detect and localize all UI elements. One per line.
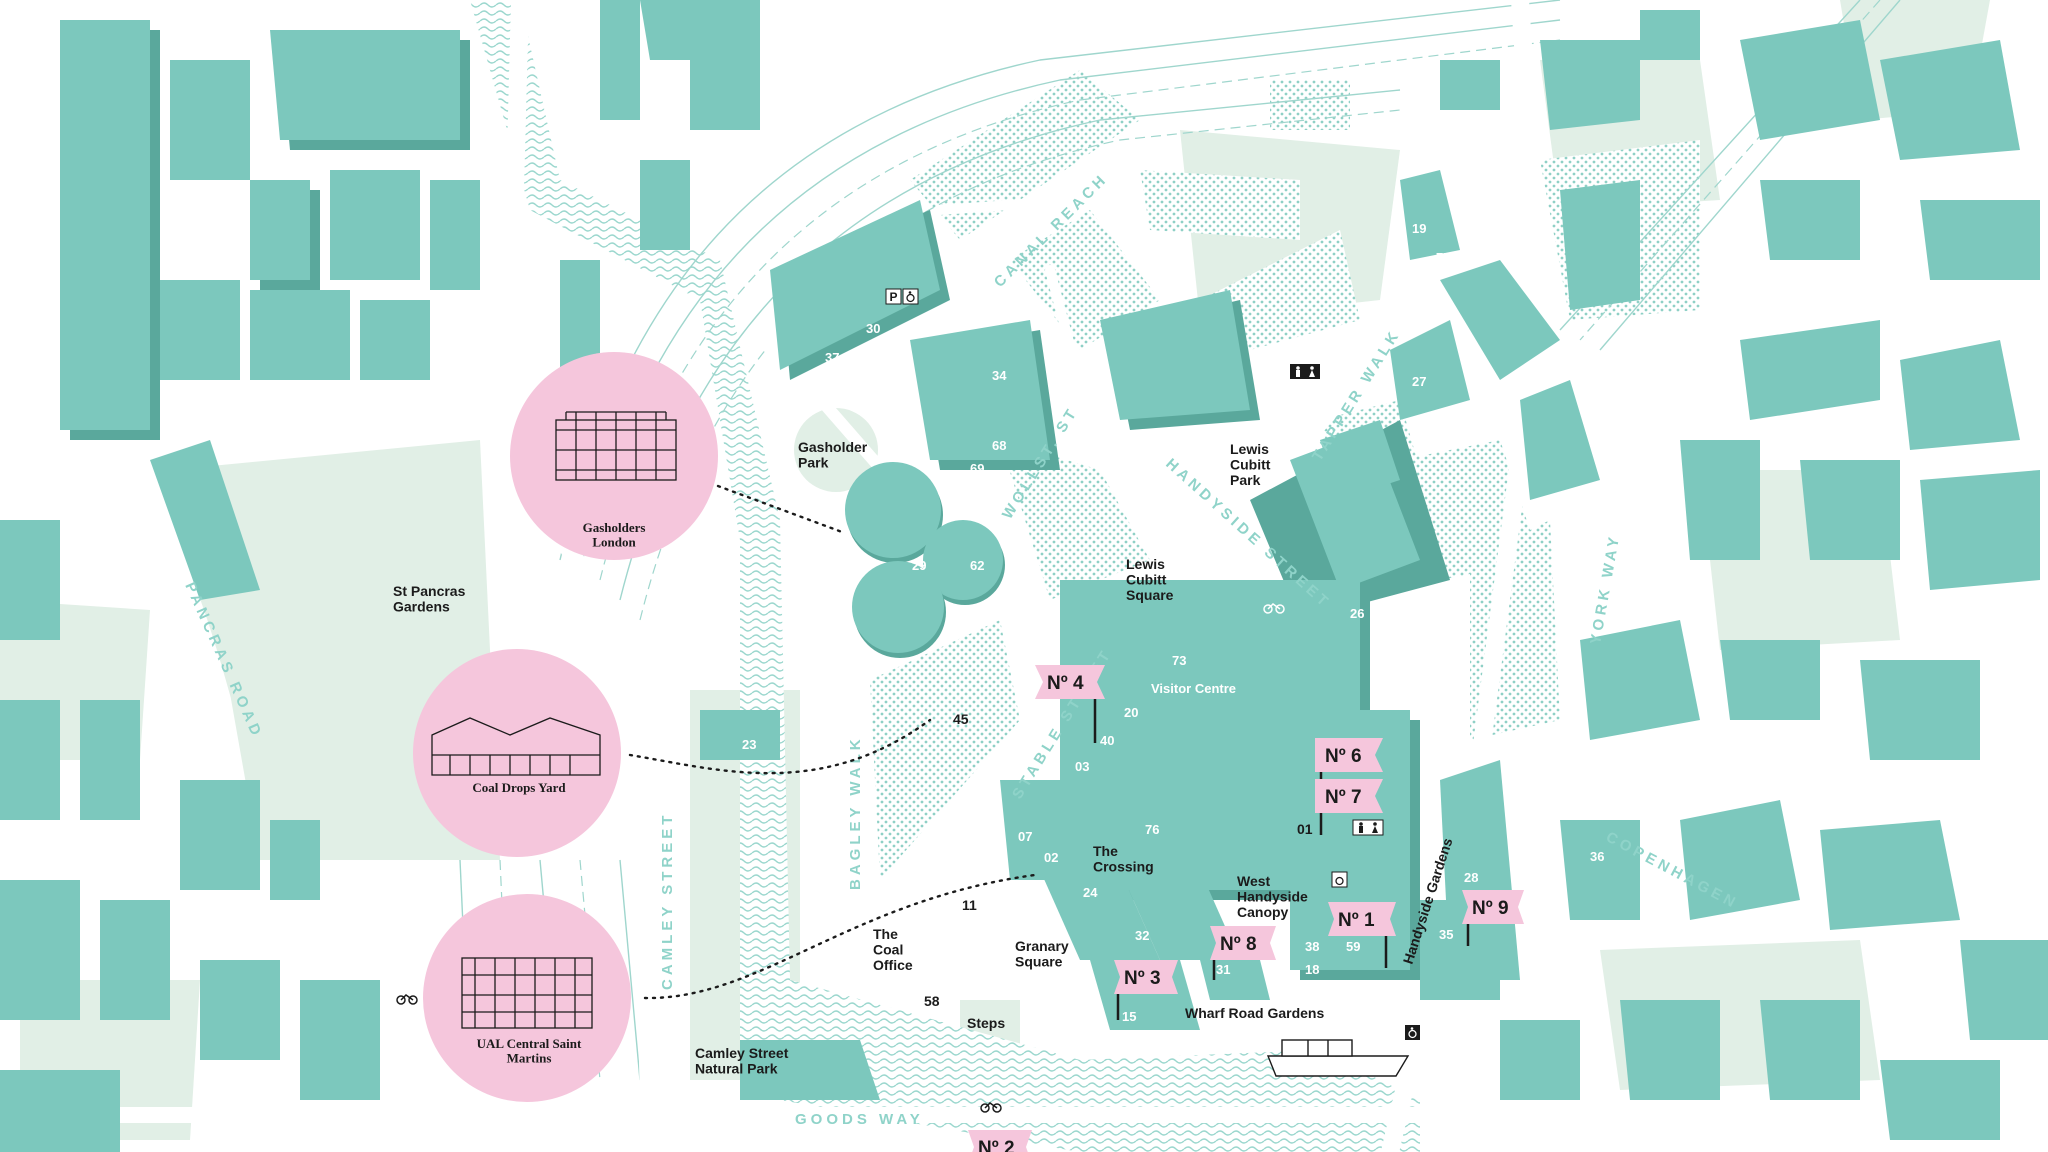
building-number-77: 77 (1436, 250, 1450, 265)
building-number-23: 23 (742, 737, 756, 752)
bicycle-icon (1263, 603, 1285, 614)
toilets-icon (1352, 819, 1384, 836)
svg-text:Nº 1: Nº 1 (1338, 910, 1375, 931)
area-label-steps: Steps (967, 1015, 1005, 1031)
building-number-01: 01 (1297, 821, 1313, 837)
street-bagley-walk: BAGLEY WALK (847, 735, 864, 890)
svg-text:Nº 4: Nº 4 (1047, 673, 1084, 694)
map-icons: P (396, 288, 1420, 1113)
leader-line-ual (643, 873, 1037, 1000)
boat-icon (1266, 1039, 1410, 1077)
building-number-24: 24 (1083, 885, 1098, 900)
coal-drops-illustration (431, 717, 601, 776)
leader-line-gasholders (716, 484, 844, 534)
building-number-40: 40 (1100, 733, 1114, 748)
building-number-07: 07 (1018, 829, 1032, 844)
building-number-73: 73 (1172, 653, 1186, 668)
svg-text:Nº 8: Nº 8 (1220, 934, 1257, 955)
building-number-58: 58 (924, 993, 940, 1009)
building-number-35: 35 (1439, 927, 1453, 942)
accessible-icon (902, 288, 919, 305)
svg-text:Nº 3: Nº 3 (1124, 968, 1161, 989)
building-numbers: 37 30 34 68 69 29 62 19 77 27 26 73 20 4… (742, 221, 1604, 1024)
building-number-11: 11 (962, 897, 977, 913)
marker-no-8[interactable]: Nº 8 (1210, 926, 1276, 980)
building-number-29: 29 (912, 558, 926, 573)
building-number-69: 69 (970, 461, 984, 476)
building-number-62: 62 (970, 558, 984, 573)
building-number-45: 45 (953, 711, 969, 727)
marker-no-1[interactable]: Nº 1 (1328, 902, 1396, 968)
bicycle-icon (396, 994, 418, 1005)
building-number-30: 30 (866, 321, 880, 336)
gasholders-illustration (555, 411, 677, 481)
svg-text:Nº 6: Nº 6 (1325, 746, 1362, 767)
marker-no-4[interactable]: Nº 4 (1035, 665, 1105, 743)
building-number-32: 32 (1135, 928, 1149, 943)
building-number-76: 76 (1145, 822, 1159, 837)
accessible-icon (1331, 871, 1348, 888)
building-number-18: 18 (1305, 962, 1319, 977)
svg-text:Nº 9: Nº 9 (1472, 898, 1509, 919)
building-number-38: 38 (1305, 939, 1319, 954)
building-number-02: 02 (1044, 850, 1058, 865)
building-number-34: 34 (992, 368, 1007, 383)
marker-no-2[interactable]: Nº 2 (968, 1130, 1032, 1152)
building-number-28: 28 (1464, 870, 1478, 885)
area-label-wharf-road-gardens: Wharf Road Gardens (1185, 1005, 1324, 1021)
marker-no-9[interactable]: Nº 9 (1462, 890, 1524, 946)
marker-no-7[interactable]: Nº 7 (1315, 779, 1383, 835)
street-york-way: YORK WAY (1587, 532, 1623, 646)
marker-no-3[interactable]: Nº 3 (1114, 960, 1178, 1020)
parking-icon: P (885, 288, 902, 305)
building-number-03: 03 (1075, 759, 1089, 774)
landmark-label-coal-drops-yard: Coal Drops Yard (472, 780, 566, 795)
building-number-59: 59 (1346, 939, 1360, 954)
building-number-26: 26 (1350, 606, 1364, 621)
toilets-icon (1290, 364, 1320, 379)
accessible-icon (1405, 1025, 1420, 1040)
building-number-20: 20 (1124, 705, 1138, 720)
building-number-68: 68 (992, 438, 1006, 453)
svg-text:Nº 2: Nº 2 (978, 1138, 1015, 1152)
building-number-31: 31 (1216, 962, 1230, 977)
svg-text:Nº 7: Nº 7 (1325, 787, 1362, 808)
building-number-27: 27 (1412, 374, 1426, 389)
gasholders (845, 462, 1005, 658)
bicycle-icon (980, 1102, 1002, 1113)
leader-line-coal-drops (628, 718, 932, 775)
ual-illustration (461, 957, 593, 1029)
building-number-15: 15 (1122, 1009, 1136, 1024)
building-number-36: 36 (1590, 849, 1604, 864)
street-camley-street: CAMLEY STREET (659, 812, 676, 990)
building-number-37: 37 (825, 350, 839, 365)
building-number-19: 19 (1412, 221, 1426, 236)
markers: Nº 4 Nº 6 Nº 7 Nº 1 Nº 9 Nº 8 (968, 665, 1524, 1152)
street-goods-way: GOODS WAY (795, 1111, 924, 1128)
landmark-coal-drops-yard[interactable]: Coal Drops Yard (413, 649, 621, 857)
area-label-visitor-centre: Visitor Centre (1151, 681, 1236, 696)
svg-text:P: P (890, 290, 898, 304)
